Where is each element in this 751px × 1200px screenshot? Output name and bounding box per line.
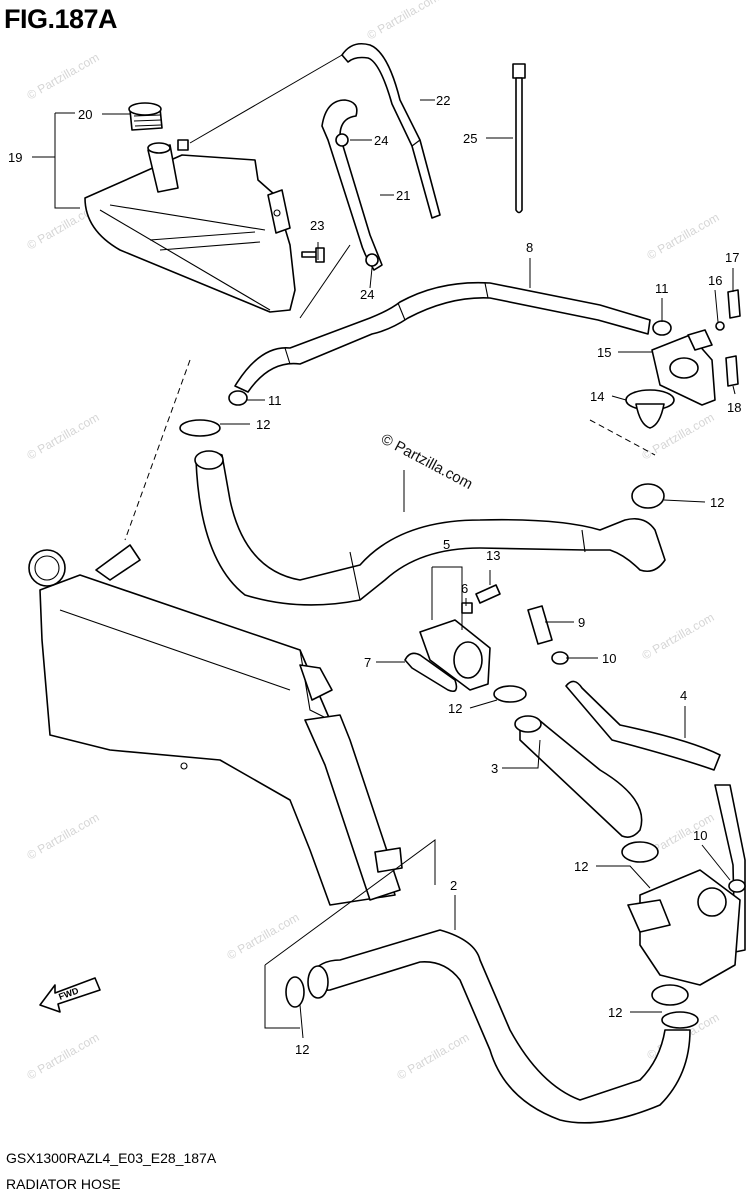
- bolt-18: [725, 355, 739, 387]
- callout-16: 16: [708, 273, 722, 288]
- clamp-10-top: [551, 651, 569, 665]
- callout-15: 15: [597, 345, 611, 360]
- fwd-arrow-icon: FWD: [39, 977, 101, 1013]
- watermark: © Partzilla.com: [395, 1030, 472, 1083]
- callout-3: 3: [491, 761, 498, 776]
- fitting-5: [419, 619, 491, 691]
- callout-19: 19: [8, 150, 22, 165]
- hose-21: [321, 99, 383, 271]
- hose-2: [307, 929, 691, 1124]
- callout-11: 11: [655, 281, 669, 296]
- callout-25: 25: [463, 131, 477, 146]
- radiator: [28, 544, 403, 906]
- thermostat-cover-15: [651, 329, 716, 406]
- callout-12: 12: [608, 1005, 622, 1020]
- guide-line: [124, 359, 191, 541]
- callout-11: 11: [268, 393, 282, 408]
- callout-12: 12: [574, 859, 588, 874]
- callout-10: 10: [693, 828, 707, 843]
- guide-line: [264, 839, 436, 966]
- callout-7: 7: [364, 655, 371, 670]
- clamp-12-bottom-right: [661, 1011, 699, 1029]
- callout-24: 24: [360, 287, 374, 302]
- guide-line: [264, 965, 300, 1029]
- radiator-hose-upper: [194, 450, 666, 606]
- clamp-12-pump: [621, 841, 659, 863]
- clamp-12-right-top: [631, 483, 665, 509]
- hose-8: [234, 281, 651, 393]
- diagram-name: RADIATOR HOSE: [6, 1176, 121, 1192]
- bolt-13: [475, 584, 501, 604]
- bolt-17: [727, 289, 741, 319]
- callout-12: 12: [448, 701, 462, 716]
- leader-lines: [32, 54, 736, 1039]
- reservoir-tank: [84, 139, 296, 313]
- callout-4: 4: [680, 688, 687, 703]
- callout-12: 12: [710, 495, 724, 510]
- callout-12: 12: [295, 1042, 309, 1057]
- clamp-12-left-top: [179, 419, 221, 437]
- callout-5: 5: [443, 537, 450, 552]
- watermark: © Partzilla.com: [25, 410, 102, 463]
- hose-22: [341, 42, 441, 219]
- watermark: © Partzilla.com: [225, 910, 302, 963]
- callout-20: 20: [78, 107, 92, 122]
- clamp-24-upper: [335, 133, 349, 147]
- callout-18: 18: [727, 400, 741, 415]
- watermark: © Partzilla.com: [25, 810, 102, 863]
- callout-24: 24: [374, 133, 388, 148]
- callout-17: 17: [725, 250, 739, 265]
- callout-21: 21: [396, 188, 410, 203]
- clamp-11-left: [228, 390, 248, 406]
- watermark: © Partzilla.com: [640, 610, 717, 663]
- water-pump: [627, 869, 741, 1006]
- callout-12: 12: [256, 417, 270, 432]
- callout-23: 23: [310, 218, 324, 233]
- clamp-12-bottom-left: [285, 976, 305, 1008]
- thermostat-14: [625, 389, 675, 429]
- callout-2: 2: [450, 878, 457, 893]
- watermark: © Partzilla.com: [365, 0, 442, 43]
- cable-tie-25: [512, 63, 526, 214]
- callout-10: 10: [602, 651, 616, 666]
- callout-8: 8: [526, 240, 533, 255]
- figure-title: FIG.187A: [4, 4, 118, 34]
- callout-22: 22: [436, 93, 450, 108]
- callout-13: 13: [486, 548, 500, 563]
- guide-line: [589, 419, 656, 456]
- clamp-10-bottom: [728, 879, 746, 893]
- watermark: © Partzilla.com: [25, 1030, 102, 1083]
- callout-6: 6: [461, 581, 468, 596]
- hose-3: [514, 715, 643, 838]
- clamp-11-right: [652, 320, 672, 336]
- diagram-code: GSX1300RAZL4_E03_E28_187A: [6, 1150, 217, 1166]
- washer-16: [715, 321, 725, 331]
- watermark: © Partzilla.com: [645, 210, 722, 263]
- o-ring-7: [404, 652, 458, 693]
- watermark-center: © Partzilla.com: [378, 431, 475, 493]
- watermark: © Partzilla.com: [25, 50, 102, 103]
- callout-14: 14: [590, 389, 604, 404]
- clamp-12-middle: [493, 685, 527, 703]
- callouts: 20 19 22 24 21 23 24 25 8 11 16 17 15 14…: [8, 93, 741, 1057]
- bolt-23: [301, 247, 325, 263]
- reservoir-cap: [128, 102, 163, 131]
- plug-6: [461, 602, 473, 614]
- callout-9: 9: [578, 615, 585, 630]
- fitting-9: [527, 605, 553, 645]
